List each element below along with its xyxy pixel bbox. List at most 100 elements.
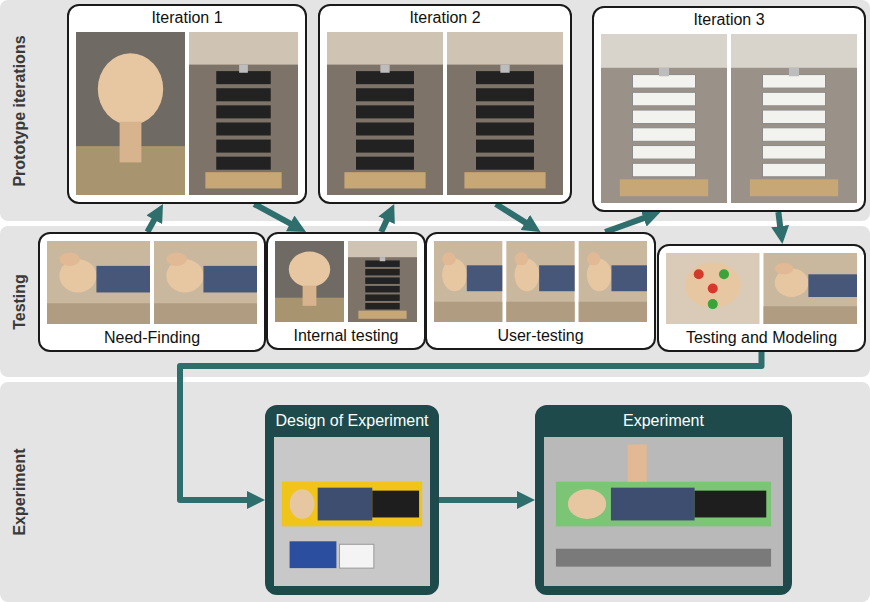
helper-arm xyxy=(628,444,647,481)
stage-box: Need-Finding xyxy=(38,232,266,352)
mannequin-head xyxy=(98,53,163,125)
photo-placeholder xyxy=(434,241,502,322)
stage-title: Iteration 2 xyxy=(320,6,570,30)
photo-background xyxy=(327,32,443,195)
photo-placeholder xyxy=(601,34,727,203)
tracking-marker xyxy=(719,269,729,279)
mannequin-shirt xyxy=(539,265,575,291)
photo-upper-area xyxy=(447,32,563,65)
photo-placeholder xyxy=(764,253,858,324)
photo-placeholder xyxy=(154,241,257,324)
spine-board xyxy=(556,482,771,527)
flow-arrow xyxy=(605,216,649,232)
experiment-box: Design of Experiment xyxy=(265,405,439,595)
photo-background xyxy=(434,241,502,322)
stage-title: Iteration 1 xyxy=(69,6,305,30)
photo-placeholder xyxy=(544,437,783,586)
mannequin-head xyxy=(568,489,606,519)
mannequin-shirt xyxy=(611,488,695,521)
photo-placeholder xyxy=(275,241,344,322)
photo-placeholder xyxy=(447,32,563,195)
flow-arrow xyxy=(180,352,762,500)
photo-upper-area xyxy=(327,32,443,65)
photo-background xyxy=(579,241,647,322)
rig-shaft xyxy=(789,68,799,76)
collar-ring xyxy=(216,140,271,153)
mannequin-shirt xyxy=(203,266,257,293)
mannequin-trousers xyxy=(372,491,419,518)
mannequin-shirt xyxy=(467,265,503,291)
tracking-marker xyxy=(708,284,718,294)
collar-ring xyxy=(633,146,696,160)
photo-placeholder xyxy=(348,241,417,322)
photo-background xyxy=(666,253,760,324)
mannequin-trousers xyxy=(695,491,767,518)
flow-arrow xyxy=(439,497,523,503)
photo-placeholder xyxy=(506,241,574,322)
photo-placeholder xyxy=(731,34,857,203)
spine-board xyxy=(282,482,422,527)
stage-box: Internal testing xyxy=(266,232,426,350)
photo-background xyxy=(731,34,857,203)
row-label-holder: Prototype iterations xyxy=(0,0,40,221)
photo-table xyxy=(579,302,647,322)
collar-ring xyxy=(633,110,696,124)
rig-shaft xyxy=(239,65,248,73)
collar-ring xyxy=(365,303,400,309)
photo-upper-area xyxy=(348,241,417,257)
photo-background xyxy=(76,32,185,195)
rig-shaft xyxy=(380,257,386,261)
mannequin-neck xyxy=(303,286,317,306)
collar-ring xyxy=(356,105,414,118)
stage-box: Testing and Modeling xyxy=(657,244,866,352)
collar-ring xyxy=(633,163,696,177)
photo-upper-area xyxy=(731,34,857,68)
photo-strip xyxy=(320,6,572,204)
helper-hand xyxy=(59,253,80,266)
stage-title: User-testing xyxy=(427,324,654,348)
rig-base xyxy=(205,172,281,188)
mannequin-head xyxy=(290,489,315,519)
rig-base xyxy=(750,179,838,196)
mannequin-shirt xyxy=(96,266,150,293)
rig-shaft xyxy=(500,65,509,73)
mannequin-shirt xyxy=(318,488,373,521)
collar-ring xyxy=(365,294,400,300)
photo-background xyxy=(506,241,574,322)
collar-ring xyxy=(356,122,414,135)
collar-ring xyxy=(633,92,696,106)
collar-ring xyxy=(365,277,400,283)
collar-ring xyxy=(365,260,400,266)
collar-ring xyxy=(216,157,271,170)
rig-shaft xyxy=(659,68,669,76)
photo-background xyxy=(601,34,727,203)
rig-base xyxy=(620,179,708,196)
collar-ring xyxy=(356,88,414,101)
stage-title: Need-Finding xyxy=(40,326,264,350)
collar-ring xyxy=(476,157,534,170)
tracking-marker xyxy=(694,269,704,279)
photo-placeholder xyxy=(189,32,298,195)
collar-ring xyxy=(763,110,826,124)
stretcher-frame xyxy=(556,549,771,567)
row-label-holder: Experiment xyxy=(0,382,40,602)
row-band: Prototype iterations Iteration 1 Iteration… xyxy=(0,0,870,221)
row-label-holder: Testing xyxy=(0,226,40,377)
row-band: ExperimentDesign of ExperimentExperiment xyxy=(0,382,870,602)
photo-table xyxy=(764,306,858,324)
collar-ring xyxy=(356,71,414,84)
mannequin-shirt xyxy=(611,265,647,291)
helper-hand xyxy=(587,252,601,265)
row-band: TestingNeed-FindingInternal testingUser-… xyxy=(0,226,870,377)
photo-placeholder xyxy=(76,32,185,195)
mannequin-shirt xyxy=(808,274,857,297)
helper-hand xyxy=(442,252,456,265)
helper-hand xyxy=(515,252,529,265)
tracking-marker xyxy=(708,299,718,309)
helper-hand xyxy=(775,263,794,274)
collar-ring xyxy=(365,286,400,292)
photo-upper-area xyxy=(601,34,727,68)
photo-table xyxy=(154,303,257,324)
photo-background xyxy=(154,241,257,324)
photo-background xyxy=(348,241,417,322)
